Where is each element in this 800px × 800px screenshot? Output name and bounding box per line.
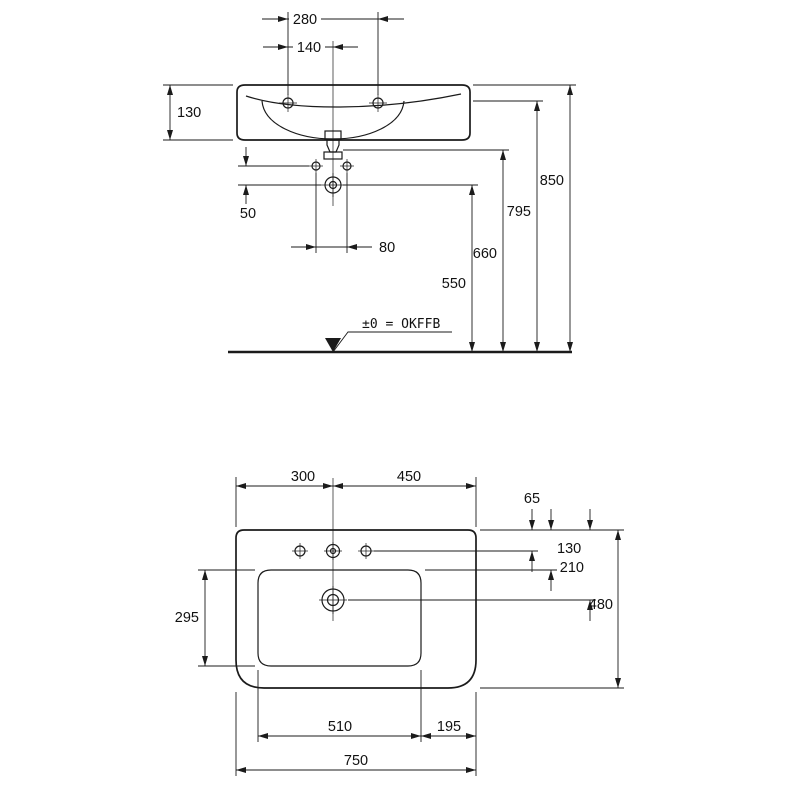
dim-label-450: 450 xyxy=(397,469,421,485)
dim-480: 480 xyxy=(589,530,621,688)
dim-280: 280 xyxy=(262,12,404,95)
dim-510-195-750: 510 195 750 xyxy=(235,670,477,776)
dim-295: 295 xyxy=(175,569,255,667)
basin-outline xyxy=(236,84,471,141)
dim-label-130-front: 130 xyxy=(177,105,201,121)
dim-label-210: 210 xyxy=(560,560,584,576)
dim-660: 660 xyxy=(343,149,509,352)
dim-300-450: 300 450 xyxy=(235,469,477,527)
dim-50: 50 xyxy=(238,147,321,222)
dim-label-295: 295 xyxy=(175,610,199,626)
dim-label-300: 300 xyxy=(291,469,315,485)
dim-550: 550 xyxy=(343,184,478,352)
dim-label-850: 850 xyxy=(540,173,564,189)
basin-rim-curve xyxy=(245,93,462,108)
dim-label-195: 195 xyxy=(437,719,461,735)
tap-hole-right-icon xyxy=(369,94,387,112)
dim-label-50: 50 xyxy=(240,206,256,222)
plan-tap-hole-left-icon xyxy=(292,543,308,559)
dim-label-480: 480 xyxy=(589,597,613,613)
dim-label-130-plan: 130 xyxy=(557,541,581,557)
plan-extension-lines-right xyxy=(348,529,624,689)
datum-label: ±0 = OKFFB xyxy=(362,317,440,332)
dim-label-795: 795 xyxy=(507,204,531,220)
tap-hole-left-icon xyxy=(279,94,297,112)
plan-tap-hole-right-icon xyxy=(358,543,374,559)
dim-130-plan: 130 xyxy=(548,509,581,591)
plan-basin-outline xyxy=(235,529,477,689)
dim-label-65: 65 xyxy=(524,491,540,507)
dim-210: 210 xyxy=(560,509,593,621)
plan-bowl-outline xyxy=(257,569,422,667)
dim-850: 850 xyxy=(473,84,576,352)
dim-label-750: 750 xyxy=(344,753,368,769)
dim-label-80: 80 xyxy=(379,240,395,256)
dim-label-660: 660 xyxy=(473,246,497,262)
plan-view: 300 450 65 130 210 xyxy=(175,469,624,776)
dim-80: 80 xyxy=(291,173,395,256)
dim-795: 795 xyxy=(473,100,543,352)
dim-140: 140 xyxy=(263,40,358,56)
datum-triangle-icon xyxy=(325,338,341,352)
dim-label-140: 140 xyxy=(297,40,321,56)
dim-65: 65 xyxy=(524,491,540,572)
dim-label-510: 510 xyxy=(328,719,352,735)
dim-label-550: 550 xyxy=(442,276,466,292)
dim-label-280: 280 xyxy=(293,12,317,28)
dim-130-front: 130 xyxy=(163,84,233,141)
front-elevation-view: ±0 = OKFFB 280 140 130 xyxy=(163,12,576,354)
datum-leader-line xyxy=(332,331,452,353)
